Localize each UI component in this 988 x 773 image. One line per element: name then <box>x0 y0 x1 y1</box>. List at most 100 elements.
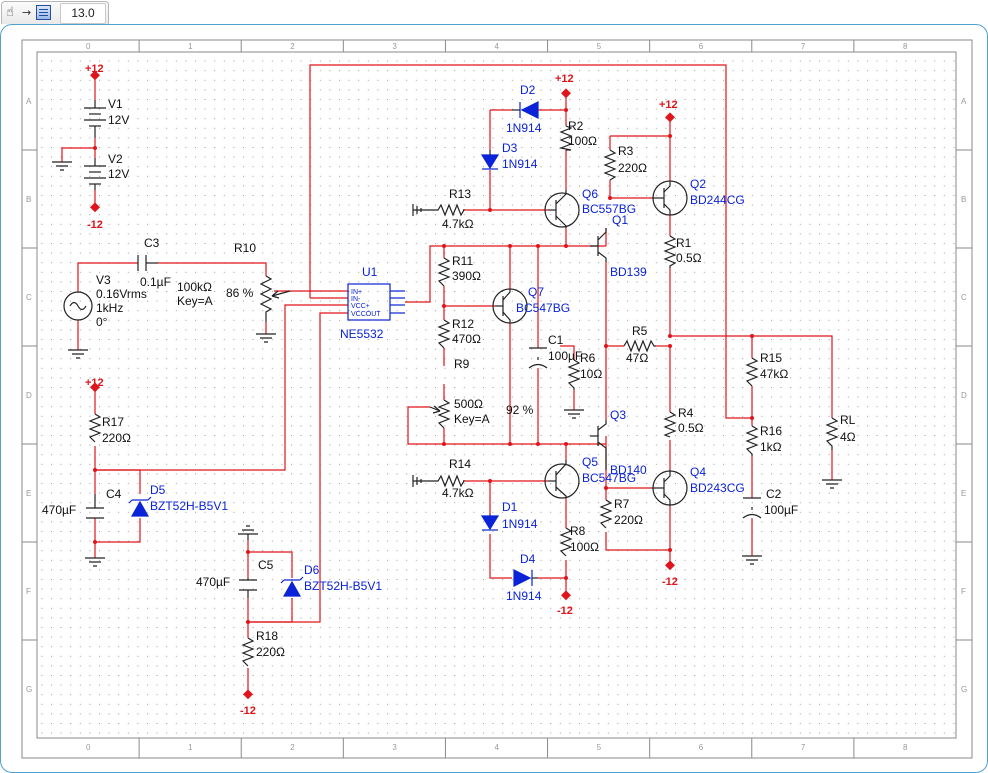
ref-v3: V3 <box>96 273 111 287</box>
zoom-level[interactable]: 13.0 <box>60 3 106 24</box>
transistor-q4[interactable] <box>652 470 688 506</box>
resistor-r3[interactable] <box>603 149 617 181</box>
resistor-r12[interactable] <box>437 319 451 349</box>
zener-d5[interactable] <box>128 496 152 517</box>
components[interactable] <box>52 100 842 667</box>
ref-r8: R8 <box>570 524 586 538</box>
rail-label: -12 <box>662 576 678 588</box>
value-c2: 100µF <box>764 503 798 517</box>
value-r9: 500Ω <box>454 397 483 411</box>
schematic-sheet-icon[interactable] <box>36 5 51 20</box>
rail-label: +12 <box>85 63 104 75</box>
resistor-r16[interactable] <box>745 425 759 456</box>
resistor-r2[interactable] <box>558 125 573 151</box>
grid-column-label: 6 <box>699 743 704 752</box>
ref-c4: C4 <box>106 487 122 501</box>
grid-row-label: B <box>961 195 966 204</box>
capacitor-c3[interactable] <box>137 255 158 271</box>
transistor-q1[interactable] <box>590 228 607 262</box>
transistor-q2[interactable] <box>652 180 688 216</box>
resistor-r17[interactable] <box>88 413 102 443</box>
resistor-rl[interactable] <box>825 417 839 450</box>
grid-row-label: F <box>26 587 31 596</box>
resistor-r5[interactable] <box>623 339 656 353</box>
resistor-r18[interactable] <box>241 637 255 667</box>
potentiometer-r10[interactable] <box>259 275 291 322</box>
grid-column-label: 5 <box>597 743 602 752</box>
pan-hand-icon[interactable]: ☝ <box>6 5 14 20</box>
grid-row-label: C <box>961 293 967 302</box>
grid-column-label: 1 <box>188 42 193 51</box>
zener-d6[interactable] <box>280 576 304 597</box>
resistor-r11[interactable] <box>437 257 451 287</box>
transistor-q6[interactable] <box>544 190 580 228</box>
ref-r13: R13 <box>449 187 471 201</box>
ac-source-v3[interactable] <box>63 291 93 321</box>
pin-label: VCCOUT <box>351 311 381 318</box>
ref-q3: Q3 <box>610 408 626 422</box>
value-r7: 220Ω <box>614 513 643 527</box>
grid-column-label: 7 <box>801 42 806 51</box>
part-q5: BC547BG <box>582 471 636 485</box>
part-labels: D2 1N914 D3 1N914 Q6 BC557BG Q1 BD139 Q2… <box>150 83 745 603</box>
diode-d2[interactable] <box>512 101 539 119</box>
value-rl: 4Ω <box>840 430 856 444</box>
pct-r10: 86 % <box>226 286 254 300</box>
resistor-r14[interactable] <box>433 474 466 488</box>
grid-row-label: G <box>961 685 967 694</box>
ref-c3: C3 <box>144 236 160 250</box>
ref-c2: C2 <box>766 487 782 501</box>
ref-q4: Q4 <box>690 465 706 479</box>
rail-label: -12 <box>240 705 256 717</box>
grid-row-label: C <box>26 293 32 302</box>
part-d1: 1N914 <box>502 517 538 531</box>
value-r12: 470Ω <box>452 332 481 346</box>
transistor-q5[interactable] <box>544 460 580 499</box>
resistor-r15[interactable] <box>745 357 759 387</box>
diode-d4[interactable] <box>513 569 538 587</box>
value-r5: 47Ω <box>626 351 648 365</box>
ref-r6: R6 <box>580 351 596 365</box>
potentiometer-r9[interactable] <box>429 399 451 429</box>
grid-row-label: G <box>26 685 32 694</box>
value-r1: 0.5Ω <box>676 251 702 265</box>
resistor-r7[interactable] <box>599 499 613 529</box>
resistor-r1[interactable] <box>663 235 677 268</box>
part-d5: BZT52H-B5V1 <box>150 499 228 513</box>
grid-column-label: 3 <box>392 42 397 51</box>
capacitor-c1[interactable] <box>528 347 548 369</box>
ground-symbols <box>52 161 842 567</box>
resistor-r4[interactable] <box>663 411 677 438</box>
grid-row-label: E <box>961 489 966 498</box>
part-q1: BD139 <box>610 265 647 279</box>
capacitor-c4[interactable] <box>86 494 104 519</box>
battery-v2[interactable] <box>84 158 106 190</box>
resistor-r6[interactable] <box>567 359 581 390</box>
resistor-r13[interactable] <box>433 203 466 217</box>
ref-q5: Q5 <box>582 455 598 469</box>
opamp-u1[interactable] <box>347 283 405 321</box>
capacitor-c2[interactable] <box>742 497 762 519</box>
grid-row-label: D <box>26 391 32 400</box>
ref-d6: D6 <box>304 563 320 577</box>
value-v1: 12V <box>108 113 129 127</box>
value-r14: 4.7kΩ <box>442 486 474 500</box>
circuit-tab[interactable]: ☝ → 13.0 <box>1 1 109 24</box>
ref-q2: Q2 <box>690 177 706 191</box>
diode-d3[interactable] <box>480 150 500 170</box>
ref-r12: R12 <box>452 317 474 331</box>
resistor-r8[interactable] <box>559 527 573 557</box>
capacitor-c5[interactable] <box>239 578 257 598</box>
diode-d1[interactable] <box>480 514 500 531</box>
pin-label: IN+ <box>351 289 362 296</box>
key-r10: Key=A <box>177 294 213 308</box>
battery-v1[interactable] <box>84 100 106 138</box>
grid-column-label: 5 <box>597 42 602 51</box>
transistor-q3[interactable] <box>590 420 607 470</box>
transistor-q7[interactable] <box>492 288 528 324</box>
grid-column-label: 8 <box>903 743 908 752</box>
value-r10: 100kΩ <box>177 280 212 294</box>
ref-u1: U1 <box>362 265 378 279</box>
value-r16: 1kΩ <box>760 440 782 454</box>
